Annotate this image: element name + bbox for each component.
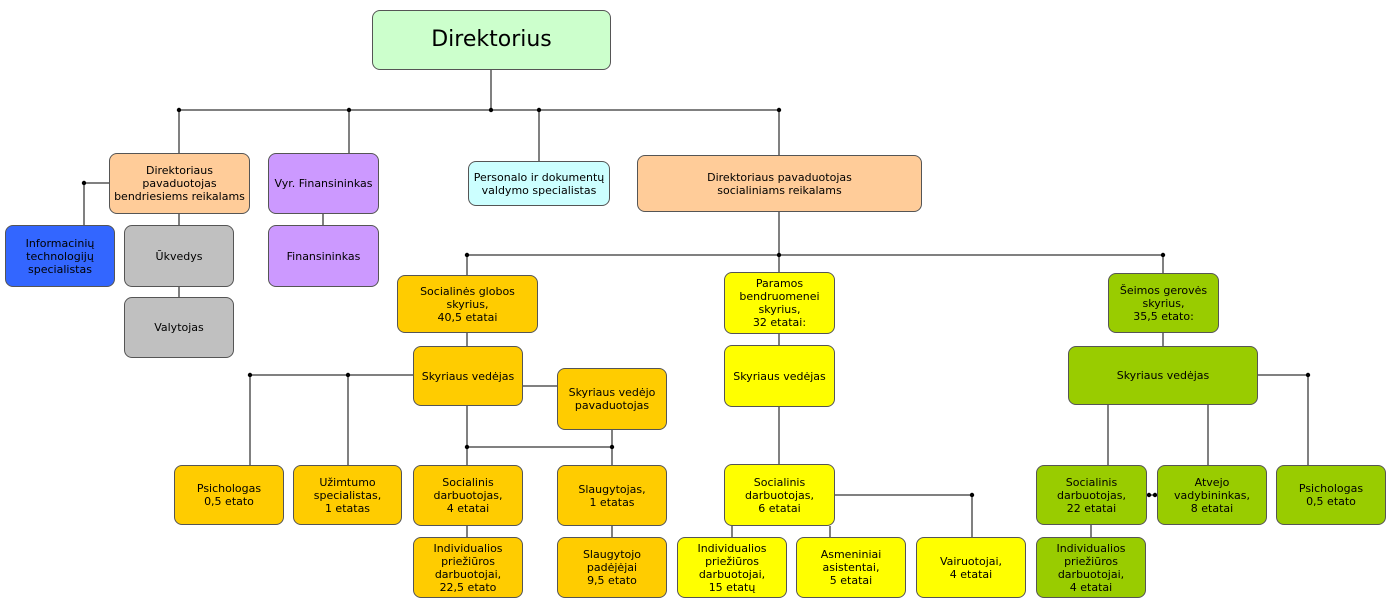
node-sw-social-worker: Socialinis darbuotojas, 22 etatai [1036,465,1147,525]
node-sw-social-worker-label: Socialinis darbuotojas, 22 etatai [1057,475,1126,515]
node-it-specialist: Informacinių technologijų specialistas [5,225,115,287]
node-sw-head: Skyriaus vedėjas [1068,346,1258,405]
node-family-welfare-dept: Šeimos gerovės skyrius, 35,5 etato: [1108,273,1219,333]
node-sg-psychologist-label: Psichologas 0,5 etato [196,482,262,508]
node-family-welfare-dept-label: Šeimos gerovės skyrius, 35,5 etato: [1119,283,1208,323]
node-sg-employment: Užimtumo specialistas, 1 etatas [293,465,402,525]
node-sg-head: Skyriaus vedėjas [413,346,523,406]
node-ukvedys-label: Ūkvedys [155,249,203,263]
node-ukvedys: Ūkvedys [124,225,234,287]
node-pb-personal-care: Individualios priežiūros darbuotojai, 15… [677,537,787,598]
node-social-care-dept-label: Socialinės globos skyrius, 40,5 etatai [420,284,515,324]
node-sw-personal-care: Individualios priežiūros darbuotojai, 4 … [1036,537,1146,598]
node-pb-assistants-label: Asmeniniai asistentai, 5 etatai [820,548,882,587]
node-sw-psychologist: Psichologas 0,5 etato [1276,465,1386,525]
node-social-care-dept: Socialinės globos skyrius, 40,5 etatai [397,275,538,333]
node-director: Direktorius [372,10,611,70]
node-sg-nurse-assistant: Slaugytojo padėjėjai 9,5 etato [557,537,667,598]
node-chief-financier-label: Vyr. Finansininkas [274,177,373,190]
node-pb-drivers: Vairuotojai, 4 etatai [916,537,1026,598]
node-sw-head-label: Skyriaus vedėjas [1116,369,1210,382]
node-personnel-specialist-label: Personalo ir dokumentų valdymo specialis… [473,170,605,197]
node-deputy-general: Direktoriaus pavaduotojas bendriesiems r… [109,153,250,214]
node-director-label: Direktorius [431,27,552,52]
node-pb-social-worker-label: Socialinis darbuotojas, 6 etatai [745,475,814,515]
node-sw-case-manager: Atvejo vadybininkas, 8 etatai [1157,465,1267,525]
node-valytojas-label: Valytojas [154,321,204,334]
node-pb-personal-care-label: Individualios priežiūros darbuotojai, 15… [697,541,767,594]
node-deputy-social: Direktoriaus pavaduotojas socialiniams r… [637,155,922,212]
node-sg-social-worker-label: Socialinis darbuotojas, 4 etatai [433,476,503,515]
node-community-support-dept: Paramos bendruomenei skyrius, 32 etatai: [724,272,835,334]
node-sg-nurse-assistant-label: Slaugytojo padėjėjai 9,5 etato [582,548,642,587]
node-sg-nurse: Slaugytojas, 1 etatas [557,465,667,526]
node-deputy-general-label: Direktoriaus pavaduotojas bendriesiems r… [114,164,245,203]
node-financier-label: Finansininkas [286,249,361,263]
node-sw-personal-care-label: Individualios priežiūros darbuotojai, 4 … [1056,541,1126,594]
node-sg-personal-care: Individualios priežiūros darbuotojai, 22… [413,537,523,598]
node-pb-assistants: Asmeniniai asistentai, 5 etatai [796,537,906,598]
node-pb-head-label: Skyriaus vedėjas [733,369,826,383]
node-valytojas: Valytojas [124,297,234,358]
node-sg-deputy-head-label: Skyriaus vedėjo pavaduotojas [568,386,656,412]
node-pb-social-worker: Socialinis darbuotojas, 6 etatai [724,464,835,526]
node-sg-deputy-head: Skyriaus vedėjo pavaduotojas [557,368,667,430]
node-pb-drivers-label: Vairuotojai, 4 etatai [939,554,1003,581]
node-sg-nurse-label: Slaugytojas, 1 etatas [578,482,646,509]
node-sg-psychologist: Psichologas 0,5 etato [174,465,284,525]
node-pb-head: Skyriaus vedėjas [724,345,835,407]
node-financier: Finansininkas [268,225,379,287]
node-community-support-dept-label: Paramos bendruomenei skyrius, 32 etatai: [739,277,820,329]
node-sg-personal-care-label: Individualios priežiūros darbuotojai, 22… [433,541,503,594]
node-it-specialist-label: Informacinių technologijų specialistas [25,236,95,276]
node-sg-employment-label: Užimtumo specialistas, 1 etatas [313,475,382,515]
node-deputy-social-label: Direktoriaus pavaduotojas socialiniams r… [707,170,852,197]
node-sg-head-label: Skyriaus vedėjas [421,369,515,383]
node-chief-financier: Vyr. Finansininkas [268,153,379,214]
node-personnel-specialist: Personalo ir dokumentų valdymo specialis… [468,161,610,206]
node-sg-social-worker: Socialinis darbuotojas, 4 etatai [413,465,523,526]
node-sw-case-manager-label: Atvejo vadybininkas, 8 etatai [1174,475,1250,515]
node-sw-psychologist-label: Psichologas 0,5 etato [1298,482,1364,508]
